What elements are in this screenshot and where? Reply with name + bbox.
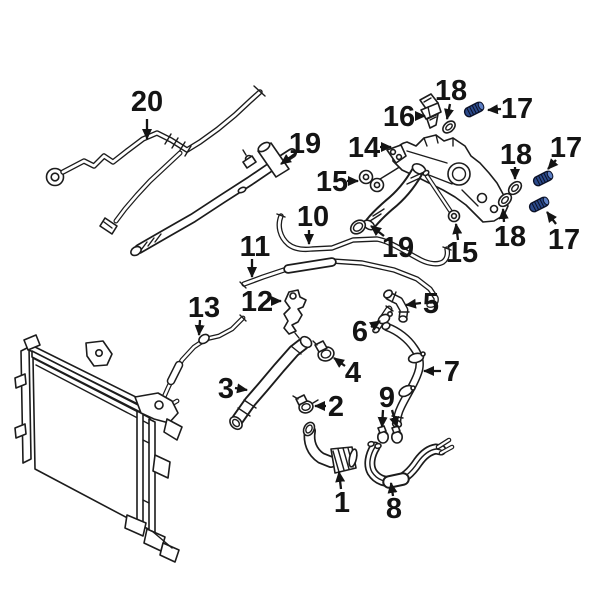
part-5-hose [383, 289, 410, 323]
callout-11[interactable]: 11 [240, 231, 271, 278]
callout-label[interactable]: 19 [382, 232, 414, 264]
callout-label[interactable]: 17 [548, 224, 580, 256]
part-16-sensor [419, 93, 442, 129]
callout-4[interactable]: 4 [333, 357, 361, 389]
callout-arrow [389, 409, 399, 428]
part-9-clamps [376, 425, 403, 444]
callout-arrow [280, 152, 297, 165]
callout-18[interactable]: 18 [500, 139, 532, 180]
callout-label[interactable]: 1 [334, 487, 350, 519]
part-3-hose [229, 335, 313, 431]
part-1-hose [302, 421, 358, 474]
callout-12[interactable]: 12 [241, 286, 282, 318]
callout-label[interactable]: 13 [188, 292, 220, 324]
callout-2[interactable]: 2 [314, 391, 344, 423]
callout-label[interactable]: 19 [289, 128, 321, 160]
callout-arrow [405, 298, 422, 309]
callout-19[interactable]: 19 [280, 128, 321, 165]
callout-label[interactable]: 6 [352, 316, 368, 348]
callout-arrow [377, 409, 388, 428]
callout-arrow [487, 104, 502, 115]
callout-arrow [498, 208, 509, 223]
callout-arrow [234, 383, 248, 394]
callout-15[interactable]: 15 [446, 223, 478, 269]
callout-5[interactable]: 5 [405, 288, 439, 320]
callout-label[interactable]: 9 [379, 382, 395, 414]
callout-18[interactable]: 18 [435, 75, 467, 120]
callout-label[interactable]: 15 [316, 166, 348, 198]
callout-17[interactable]: 17 [547, 132, 582, 170]
callout-arrow [452, 223, 463, 241]
callout-3[interactable]: 3 [218, 373, 248, 405]
callout-label[interactable]: 17 [501, 93, 533, 125]
callout-10[interactable]: 10 [297, 201, 329, 245]
callout-label[interactable]: 18 [494, 221, 526, 253]
callout-13[interactable]: 13 [188, 292, 220, 336]
callout-label[interactable]: 12 [241, 286, 273, 318]
callout-17[interactable]: 17 [487, 93, 533, 125]
callout-label[interactable]: 2 [328, 391, 344, 423]
callout-label[interactable]: 18 [500, 139, 532, 171]
callout-arrow [333, 357, 346, 368]
callout-label[interactable]: 5 [423, 288, 439, 320]
callout-7[interactable]: 7 [423, 356, 460, 388]
callout-arrow [546, 211, 557, 225]
callout-label[interactable]: 4 [345, 357, 361, 389]
callout-19[interactable]: 19 [370, 225, 414, 264]
callout-label[interactable]: 14 [348, 132, 380, 164]
callout-label[interactable]: 15 [446, 237, 478, 269]
callout-16[interactable]: 16 [383, 101, 426, 133]
callout-label[interactable]: 10 [297, 201, 329, 233]
part-7-pipe [381, 321, 426, 429]
part-17-fitting-highlighted[interactable] [531, 168, 555, 188]
callout-label[interactable]: 20 [131, 86, 163, 118]
callout-label[interactable]: 17 [550, 132, 582, 164]
part-11-hose [239, 257, 439, 308]
callout-1[interactable]: 1 [334, 471, 350, 519]
part-4-clamp [312, 340, 335, 362]
part-18-seal-bottom [497, 192, 513, 208]
part-19-pipe-upper [130, 141, 297, 257]
part-10-hose [276, 213, 452, 267]
part-14-coolant-manifold [379, 134, 509, 223]
callout-arrow [368, 320, 381, 331]
callout-17[interactable]: 17 [546, 211, 580, 256]
callout-6[interactable]: 6 [352, 316, 381, 348]
part-19-hose-lower [349, 163, 427, 235]
callout-label[interactable]: 16 [383, 101, 415, 133]
part-15-rod-lower [422, 169, 461, 223]
callout-label[interactable]: 18 [435, 75, 467, 107]
callout-arrow [335, 471, 346, 490]
callout-arrow [370, 225, 385, 237]
part-12-bracket [283, 289, 307, 339]
part-18-seal-top [442, 120, 456, 134]
callout-15[interactable]: 15 [316, 166, 359, 198]
callout-14[interactable]: 14 [348, 132, 392, 164]
callout-20[interactable]: 20 [131, 86, 163, 140]
part-8-hose-pair [364, 437, 455, 489]
callout-18[interactable]: 18 [494, 208, 526, 253]
callout-arrow [194, 319, 205, 336]
callout-arrow [547, 158, 559, 170]
callout-label[interactable]: 7 [444, 356, 460, 388]
part-15-retainer-upper [358, 169, 385, 193]
radiator [14, 334, 183, 563]
callout-label[interactable]: 3 [218, 373, 234, 405]
callout-label[interactable]: 11 [240, 231, 271, 263]
callout-9[interactable]: 9 [377, 382, 399, 428]
part-2-clamp [292, 394, 319, 414]
part-17-fitting-highlighted[interactable] [527, 194, 551, 214]
callout-label[interactable]: 8 [386, 493, 402, 525]
part-20-vent-hose [45, 85, 266, 235]
callout-arrow [444, 103, 454, 120]
callout-arrow [387, 482, 398, 497]
callout-8[interactable]: 8 [386, 482, 402, 525]
